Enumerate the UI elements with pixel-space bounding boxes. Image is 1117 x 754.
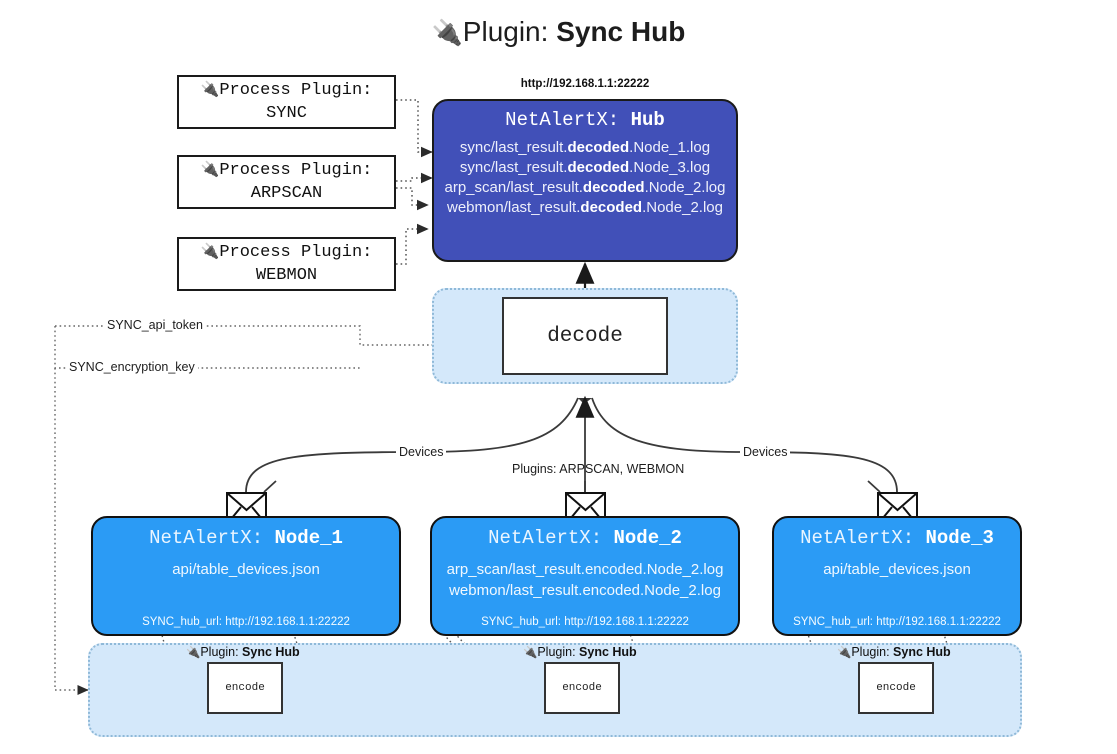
plug-icon: 🔌 [200, 241, 220, 260]
encoder-3-caption: 🔌Plugin: Sync Hub [837, 645, 951, 659]
plug-icon: 🔌 [200, 159, 220, 178]
node-1-title: NetAlertX: Node_1 [149, 527, 343, 549]
node-3-hub-url: SYNC_hub_url: http://192.168.1.1:22222 [793, 616, 1001, 628]
node-1-hub-url: SYNC_hub_url: http://192.168.1.1:22222 [142, 616, 350, 628]
hub-title: NetAlertX: Hub [505, 109, 665, 131]
page-title-prefix: Plugin: [462, 16, 557, 47]
plug-icon: 🔌 [523, 647, 538, 659]
hub-log-line: webmon/last_result.decoded.Node_2.log [447, 199, 723, 216]
node-line: webmon/last_result.encoded.Node_2.log [449, 582, 721, 599]
hub-log-line: sync/last_result.decoded.Node_1.log [459, 139, 711, 156]
plug-icon: 🔌 [200, 79, 220, 98]
node-3-lines: api/table_devices.json [774, 561, 1020, 578]
devices-left-label: Devices [396, 445, 447, 459]
encode-box-node-3[interactable]: encode [858, 662, 934, 714]
hub-log-line: arp_scan/last_result.decoded.Node_2.log [444, 179, 726, 196]
devices-right-label: Devices [740, 445, 791, 459]
hub-log-line: sync/last_result.decoded.Node_3.log [459, 159, 711, 176]
node-line: api/table_devices.json [172, 561, 320, 578]
node-3-title: NetAlertX: Node_3 [800, 527, 994, 549]
encode-label: encode [562, 682, 602, 694]
encode-box-node-2[interactable]: encode [544, 662, 620, 714]
hub-box[interactable]: NetAlertX: Hub sync/last_result.decoded.… [432, 99, 738, 262]
hub-log-list: sync/last_result.decoded.Node_1.log sync… [434, 139, 736, 216]
node-2-hub-url: SYNC_hub_url: http://192.168.1.1:22222 [481, 616, 689, 628]
hub-url-label: http://192.168.1.1:22222 [520, 78, 650, 90]
node-box-node-2[interactable]: NetAlertX: Node_2 arp_scan/last_result.e… [430, 516, 740, 636]
node-box-node-1[interactable]: NetAlertX: Node_1 api/table_devices.json… [91, 516, 401, 636]
process-plugin-webmon[interactable]: 🔌Process Plugin: WEBMON [177, 237, 396, 291]
encoder-2-caption: 🔌Plugin: Sync Hub [523, 645, 637, 659]
page-title-name: Sync Hub [556, 16, 686, 47]
process-plugin-webmon-name: WEBMON [255, 265, 318, 285]
node-2-lines: arp_scan/last_result.encoded.Node_2.log … [432, 561, 738, 599]
process-plugin-arpscan-name: ARPSCAN [250, 183, 323, 203]
encode-label: encode [876, 682, 916, 694]
plug-icon: 🔌 [431, 19, 463, 47]
process-plugin-arpscan[interactable]: 🔌Process Plugin: ARPSCAN [177, 155, 396, 209]
sync-api-token-label: SYNC_api_token [104, 318, 206, 332]
process-plugin-webmon-line1: 🔌Process Plugin: [200, 241, 373, 262]
decode-label: decode [547, 324, 623, 348]
process-plugin-sync-line1: 🔌Process Plugin: [200, 79, 373, 100]
node-box-node-3[interactable]: NetAlertX: Node_3 api/table_devices.json… [772, 516, 1022, 636]
plug-icon: 🔌 [186, 647, 201, 659]
node-line: arp_scan/last_result.encoded.Node_2.log [446, 561, 724, 578]
process-plugin-sync-name: SYNC [266, 103, 307, 123]
encoder-1-caption: 🔌Plugin: Sync Hub [186, 645, 300, 659]
encode-box-node-1[interactable]: encode [207, 662, 283, 714]
sync-encryption-key-label: SYNC_encryption_key [66, 360, 198, 374]
node-line: api/table_devices.json [823, 561, 971, 578]
plugins-mid-label: Plugins: ARPSCAN, WEBMON [512, 462, 685, 476]
decode-box[interactable]: decode [502, 297, 668, 375]
process-plugin-arpscan-line1: 🔌Process Plugin: [200, 159, 373, 180]
node-1-lines: api/table_devices.json [93, 561, 399, 578]
encode-label: encode [225, 682, 265, 694]
page-title: 🔌Plugin: Sync Hub [0, 16, 1117, 48]
node-2-title: NetAlertX: Node_2 [488, 527, 682, 549]
process-plugin-sync[interactable]: 🔌Process Plugin: SYNC [177, 75, 396, 129]
plug-icon: 🔌 [837, 647, 852, 659]
